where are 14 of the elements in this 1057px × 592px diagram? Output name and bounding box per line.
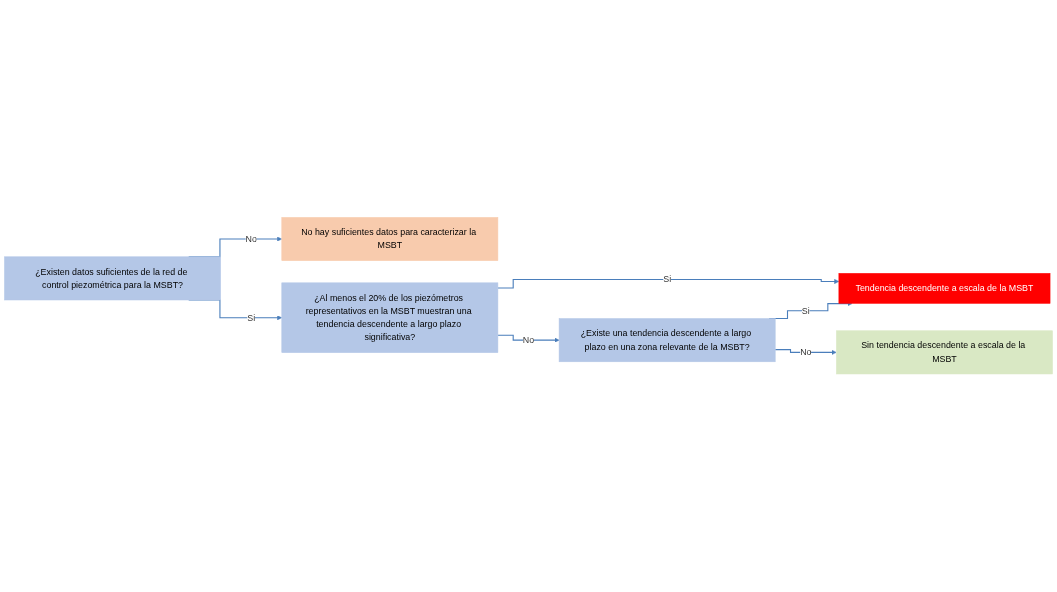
arrow <box>497 279 840 289</box>
edge-label: No <box>245 234 257 244</box>
edge-label: Si <box>663 274 672 285</box>
node-box: ¿Al menos el 20% de los piezómetros representativos en la MSBT muestran una tendencia descendente a largo plazo significativa? <box>281 282 499 354</box>
node-box: Sin tendencia descendente a escala de la MSBT <box>836 330 1053 375</box>
node-box: ¿Existe una tendencia descendente a largo plazo en una zona relevante de la MSBT? <box>558 318 776 363</box>
node-box: ¿Existen datos suficientes de la red de control piezométrica para la MSBT? <box>4 256 221 301</box>
edge-label: No <box>800 347 812 358</box>
node-box: Tendencia descendente a escala de la MSBT <box>838 273 1051 304</box>
edge-label: Si <box>247 313 256 323</box>
node-box: No hay suficientes datos para caracterizar la MSBT <box>281 217 499 262</box>
arrow <box>774 349 837 356</box>
edge-label: Si <box>801 306 810 316</box>
edge-label: No <box>522 335 535 345</box>
